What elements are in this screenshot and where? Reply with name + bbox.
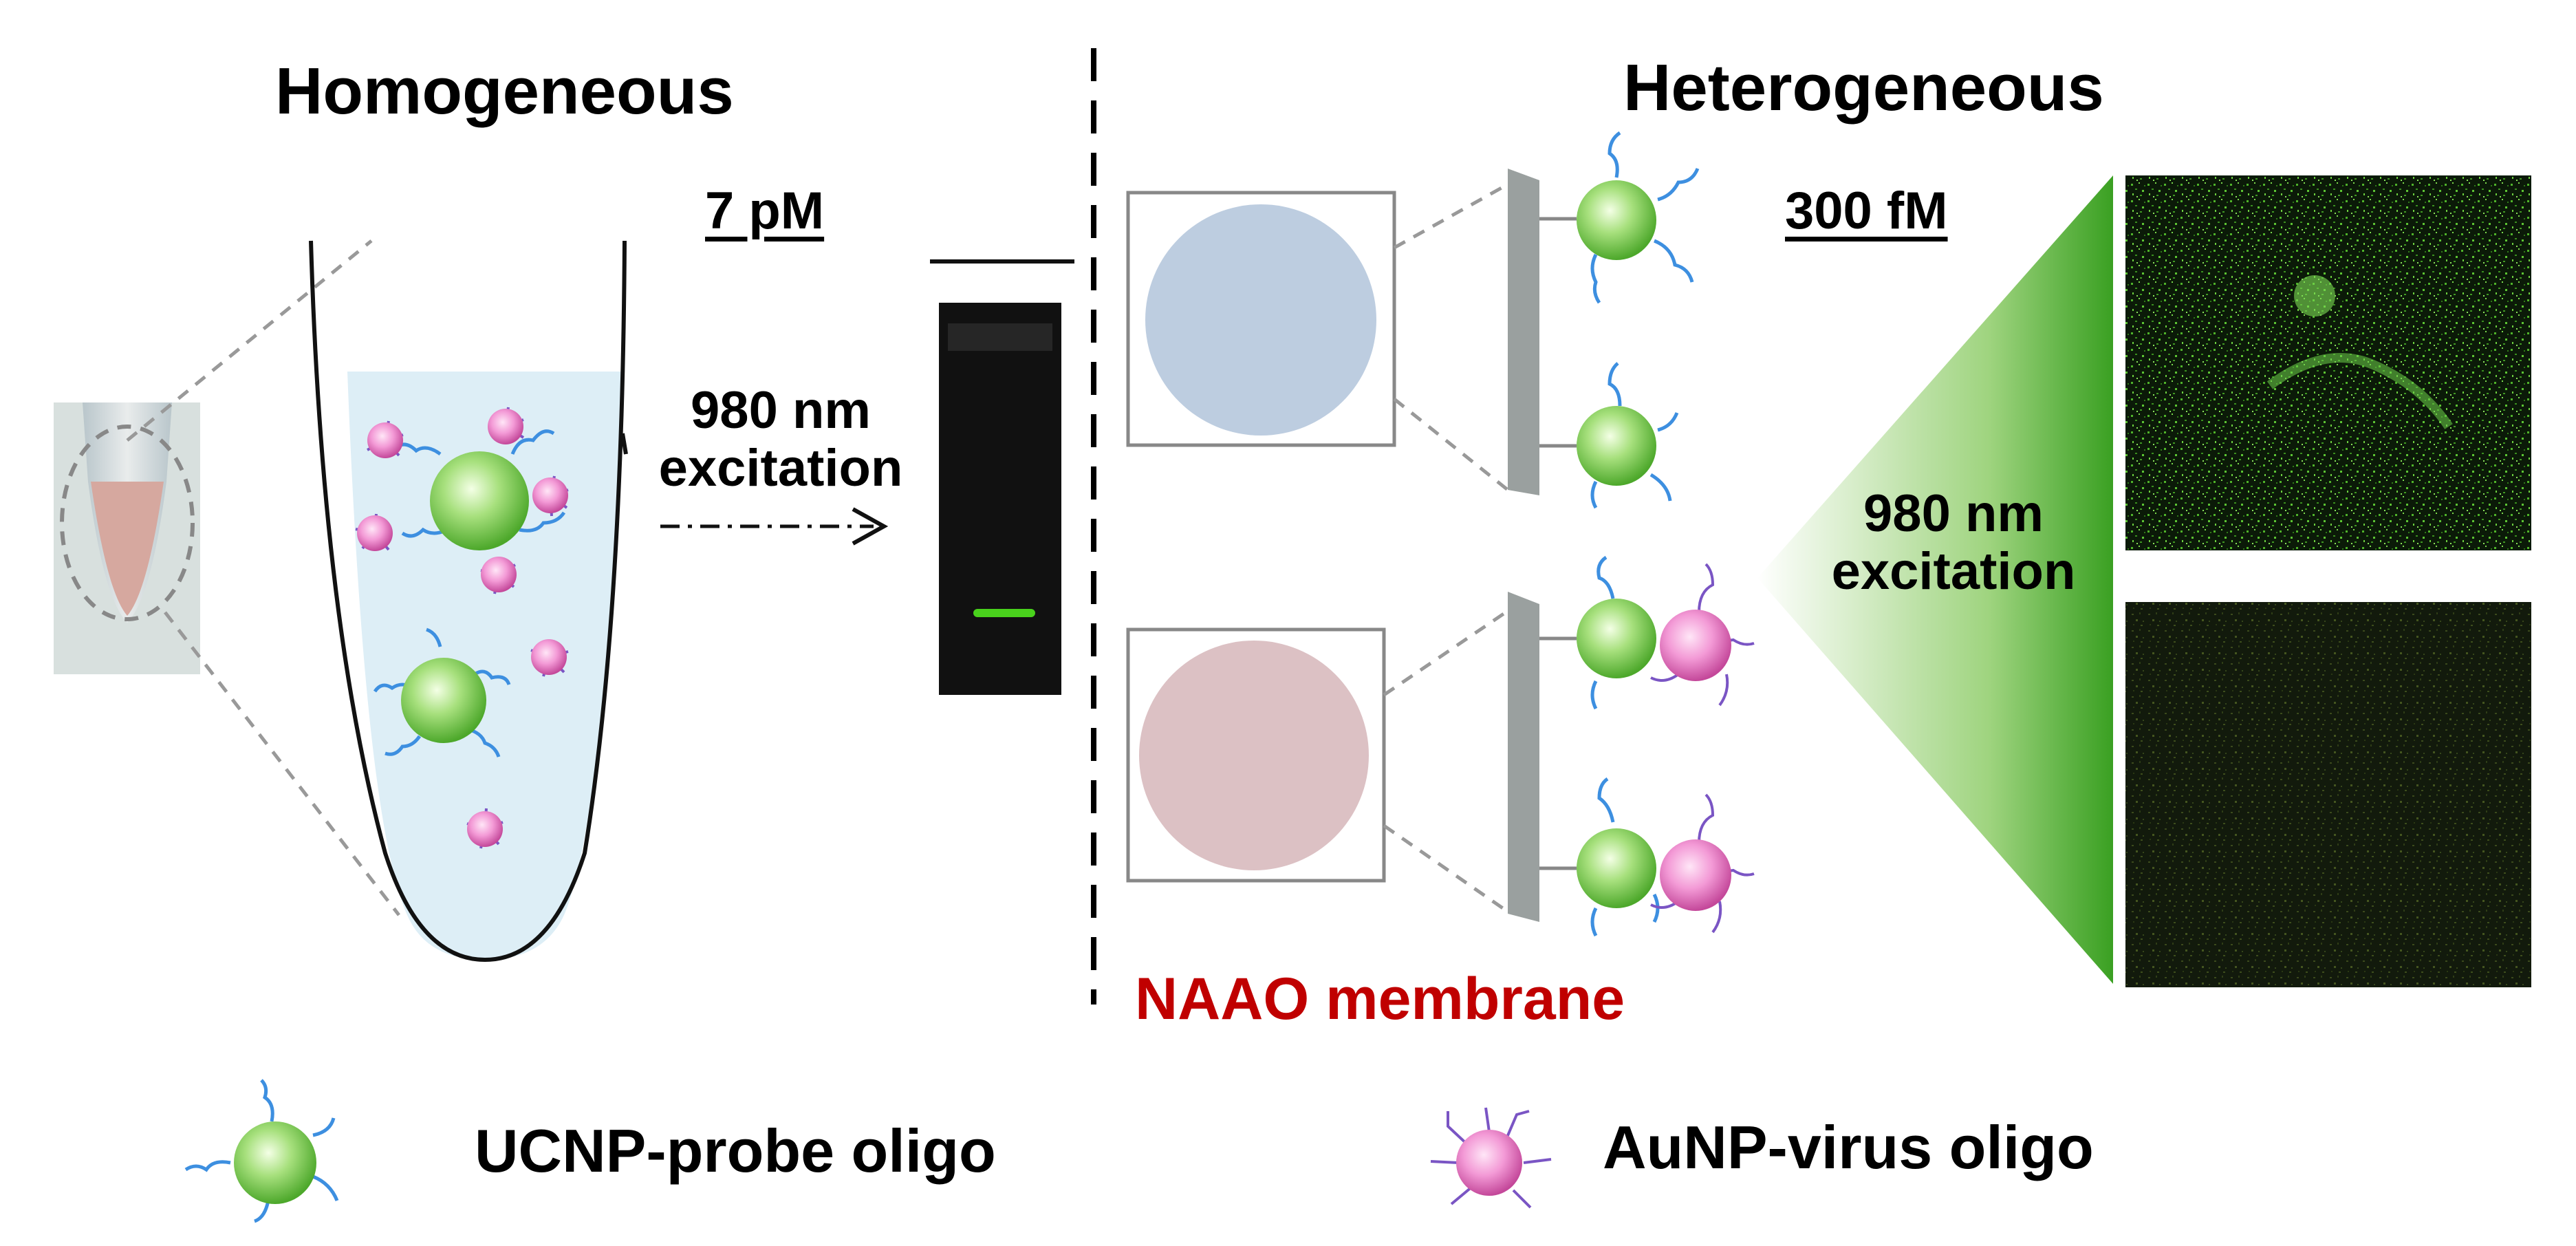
homogeneous-concentration: 7 pM bbox=[705, 182, 825, 240]
excitation-triangle bbox=[1757, 175, 2113, 984]
tube-photo bbox=[54, 402, 200, 674]
ucnp-particle bbox=[394, 429, 566, 550]
zoom-line bbox=[1383, 609, 1509, 697]
luminescence-image-dark bbox=[2125, 602, 2531, 987]
homogeneous-excitation-label: 980 nm excitation bbox=[643, 382, 918, 497]
zoom-line bbox=[1393, 182, 1509, 250]
membrane-label: NAAO membrane bbox=[1135, 966, 1625, 1032]
excitation-word: excitation bbox=[1831, 541, 2076, 601]
legend-aunp-icon bbox=[1430, 1107, 1552, 1209]
membrane-image-pink bbox=[1126, 627, 1386, 883]
excitation-wavelength: 980 nm bbox=[1863, 484, 2044, 543]
homogeneous-title: Homogeneous bbox=[275, 54, 734, 128]
heterogeneous-concentration: 300 fM bbox=[1785, 182, 1948, 240]
legend-aunp-label: AuNP-virus oligo bbox=[1603, 1113, 2094, 1181]
zoom-line bbox=[1383, 824, 1509, 914]
membrane-bar-bottom bbox=[1508, 592, 1539, 922]
membrane-image-blue bbox=[1126, 191, 1396, 447]
gel-image bbox=[939, 303, 1061, 695]
excitation-arrow-left bbox=[660, 507, 889, 546]
aunp-on-membrane bbox=[1660, 610, 1731, 911]
legend-ucnp-icon bbox=[184, 1079, 339, 1223]
ucnp-on-membrane bbox=[1577, 180, 1656, 908]
zoom-line bbox=[1393, 398, 1509, 491]
heterogeneous-excitation-label: 980 nm excitation bbox=[1816, 485, 2091, 600]
tube-schematic bbox=[309, 240, 628, 963]
membrane-bar-top bbox=[1508, 169, 1539, 495]
excitation-word: excitation bbox=[658, 438, 903, 497]
zoom-line-top bbox=[126, 239, 373, 442]
zoom-line-bottom bbox=[164, 611, 400, 916]
legend-ucnp-label: UCNP-probe oligo bbox=[475, 1117, 996, 1185]
ucnp-particle bbox=[373, 627, 511, 758]
excitation-wavelength: 980 nm bbox=[691, 381, 871, 440]
heterogeneous-title: Heterogeneous bbox=[1623, 51, 2104, 125]
aunp-particle bbox=[357, 409, 568, 847]
